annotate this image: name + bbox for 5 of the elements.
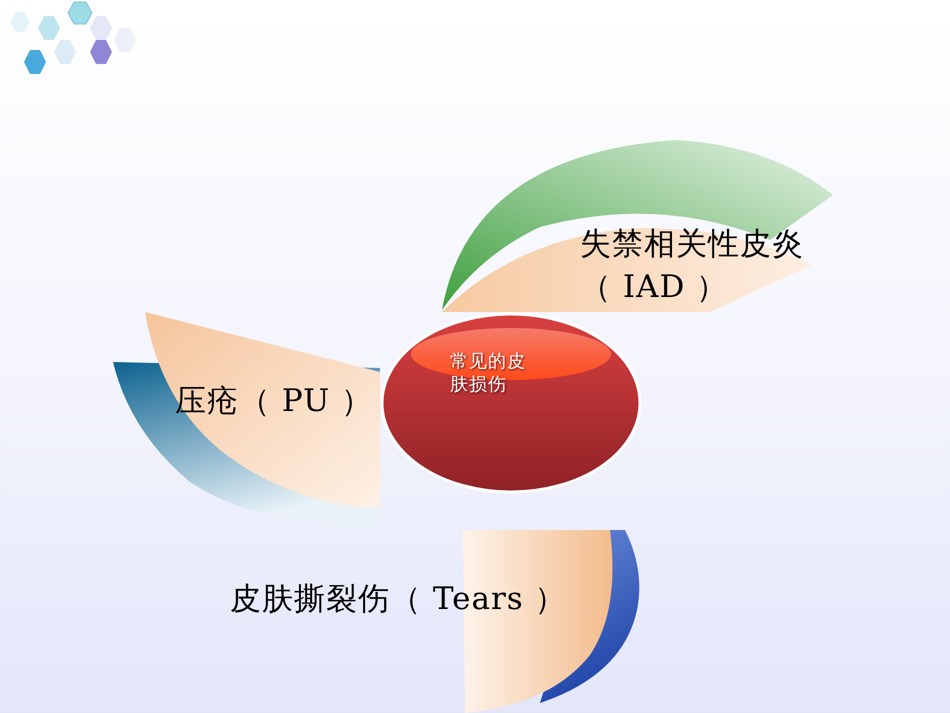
petal-label: 失禁相关性皮炎（ IAD ） [580,225,805,308]
center-label: 常见的皮肤损伤 [450,350,527,397]
center-ellipse [380,312,642,494]
petal-label: 皮肤撕裂伤（ Tears ） [230,580,568,619]
petal-label: 压疮（ PU ） [175,382,374,421]
